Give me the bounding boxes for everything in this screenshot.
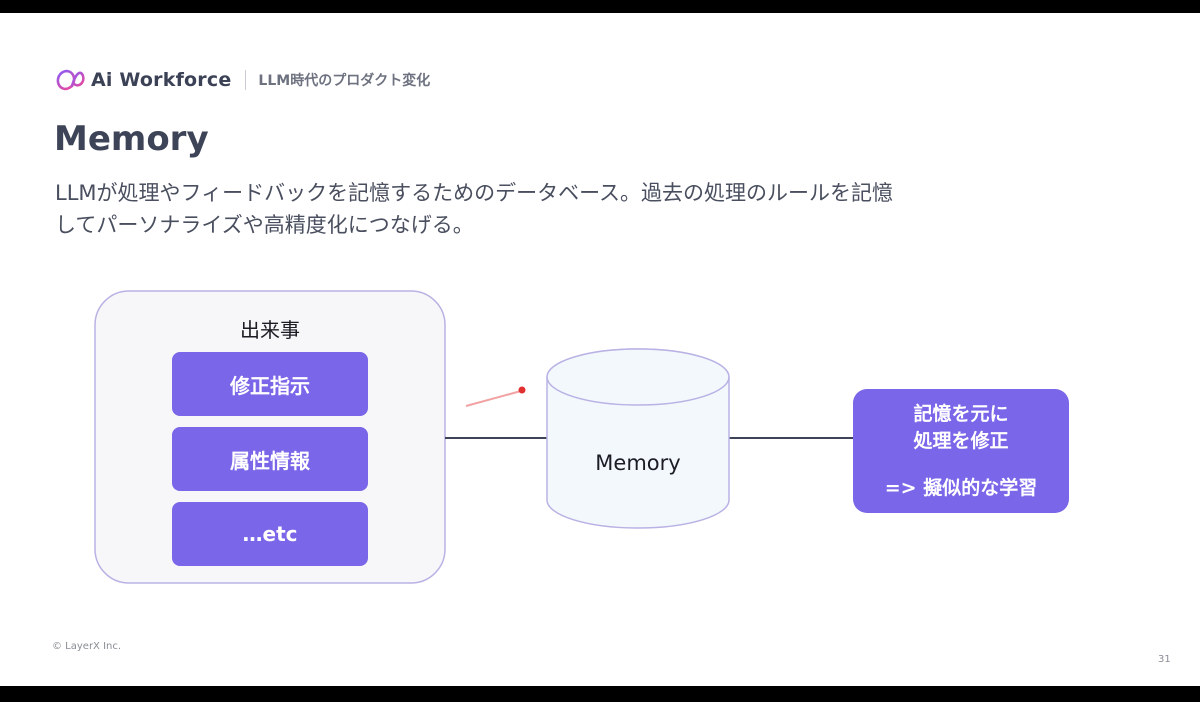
- memory-database-label: Memory: [595, 451, 681, 475]
- result-note: => 擬似的な学習: [884, 476, 1038, 499]
- memory-diagram: [94, 290, 853, 584]
- result-line: 記憶を元に: [913, 402, 1009, 425]
- description-line: してパーソナライズや高精度化につなげる。: [55, 213, 474, 237]
- ai-workforce-logo-icon: [56, 69, 85, 91]
- result-box: 記憶を元に 処理を修正 => 擬似的な学習: [853, 389, 1069, 513]
- event-item-attributes: 属性情報: [172, 427, 368, 491]
- brand-header: Ai Workforce LLM時代のプロダクト変化: [55, 68, 430, 92]
- slide-description: LLMが処理やフィードバックを記憶するためのデータベース。過去の処理のルールを記…: [55, 177, 1015, 241]
- laser-pointer-trail: [465, 390, 522, 407]
- event-item-etc: …etc: [172, 502, 368, 566]
- events-panel-label: 出来事: [240, 318, 300, 342]
- deck-subtitle: LLM時代のプロダクト変化: [258, 73, 431, 89]
- event-item-correction: 修正指示: [172, 352, 368, 416]
- laser-pointer-dot: [518, 386, 526, 394]
- slide-title: Memory: [54, 119, 209, 159]
- page-number: 31: [1158, 654, 1171, 665]
- brand-divider: [245, 70, 247, 90]
- description-line: LLMが処理やフィードバックを記憶するためのデータベース。過去の処理のルールを記…: [55, 181, 894, 205]
- brand-name: Ai Workforce: [91, 69, 232, 91]
- copyright: © LayerX Inc.: [52, 641, 122, 652]
- slide: Ai Workforce LLM時代のプロダクト変化 Memory LLMが処理…: [0, 13, 1200, 686]
- result-line: 処理を修正: [913, 429, 1009, 452]
- cylinder-top: [546, 348, 730, 406]
